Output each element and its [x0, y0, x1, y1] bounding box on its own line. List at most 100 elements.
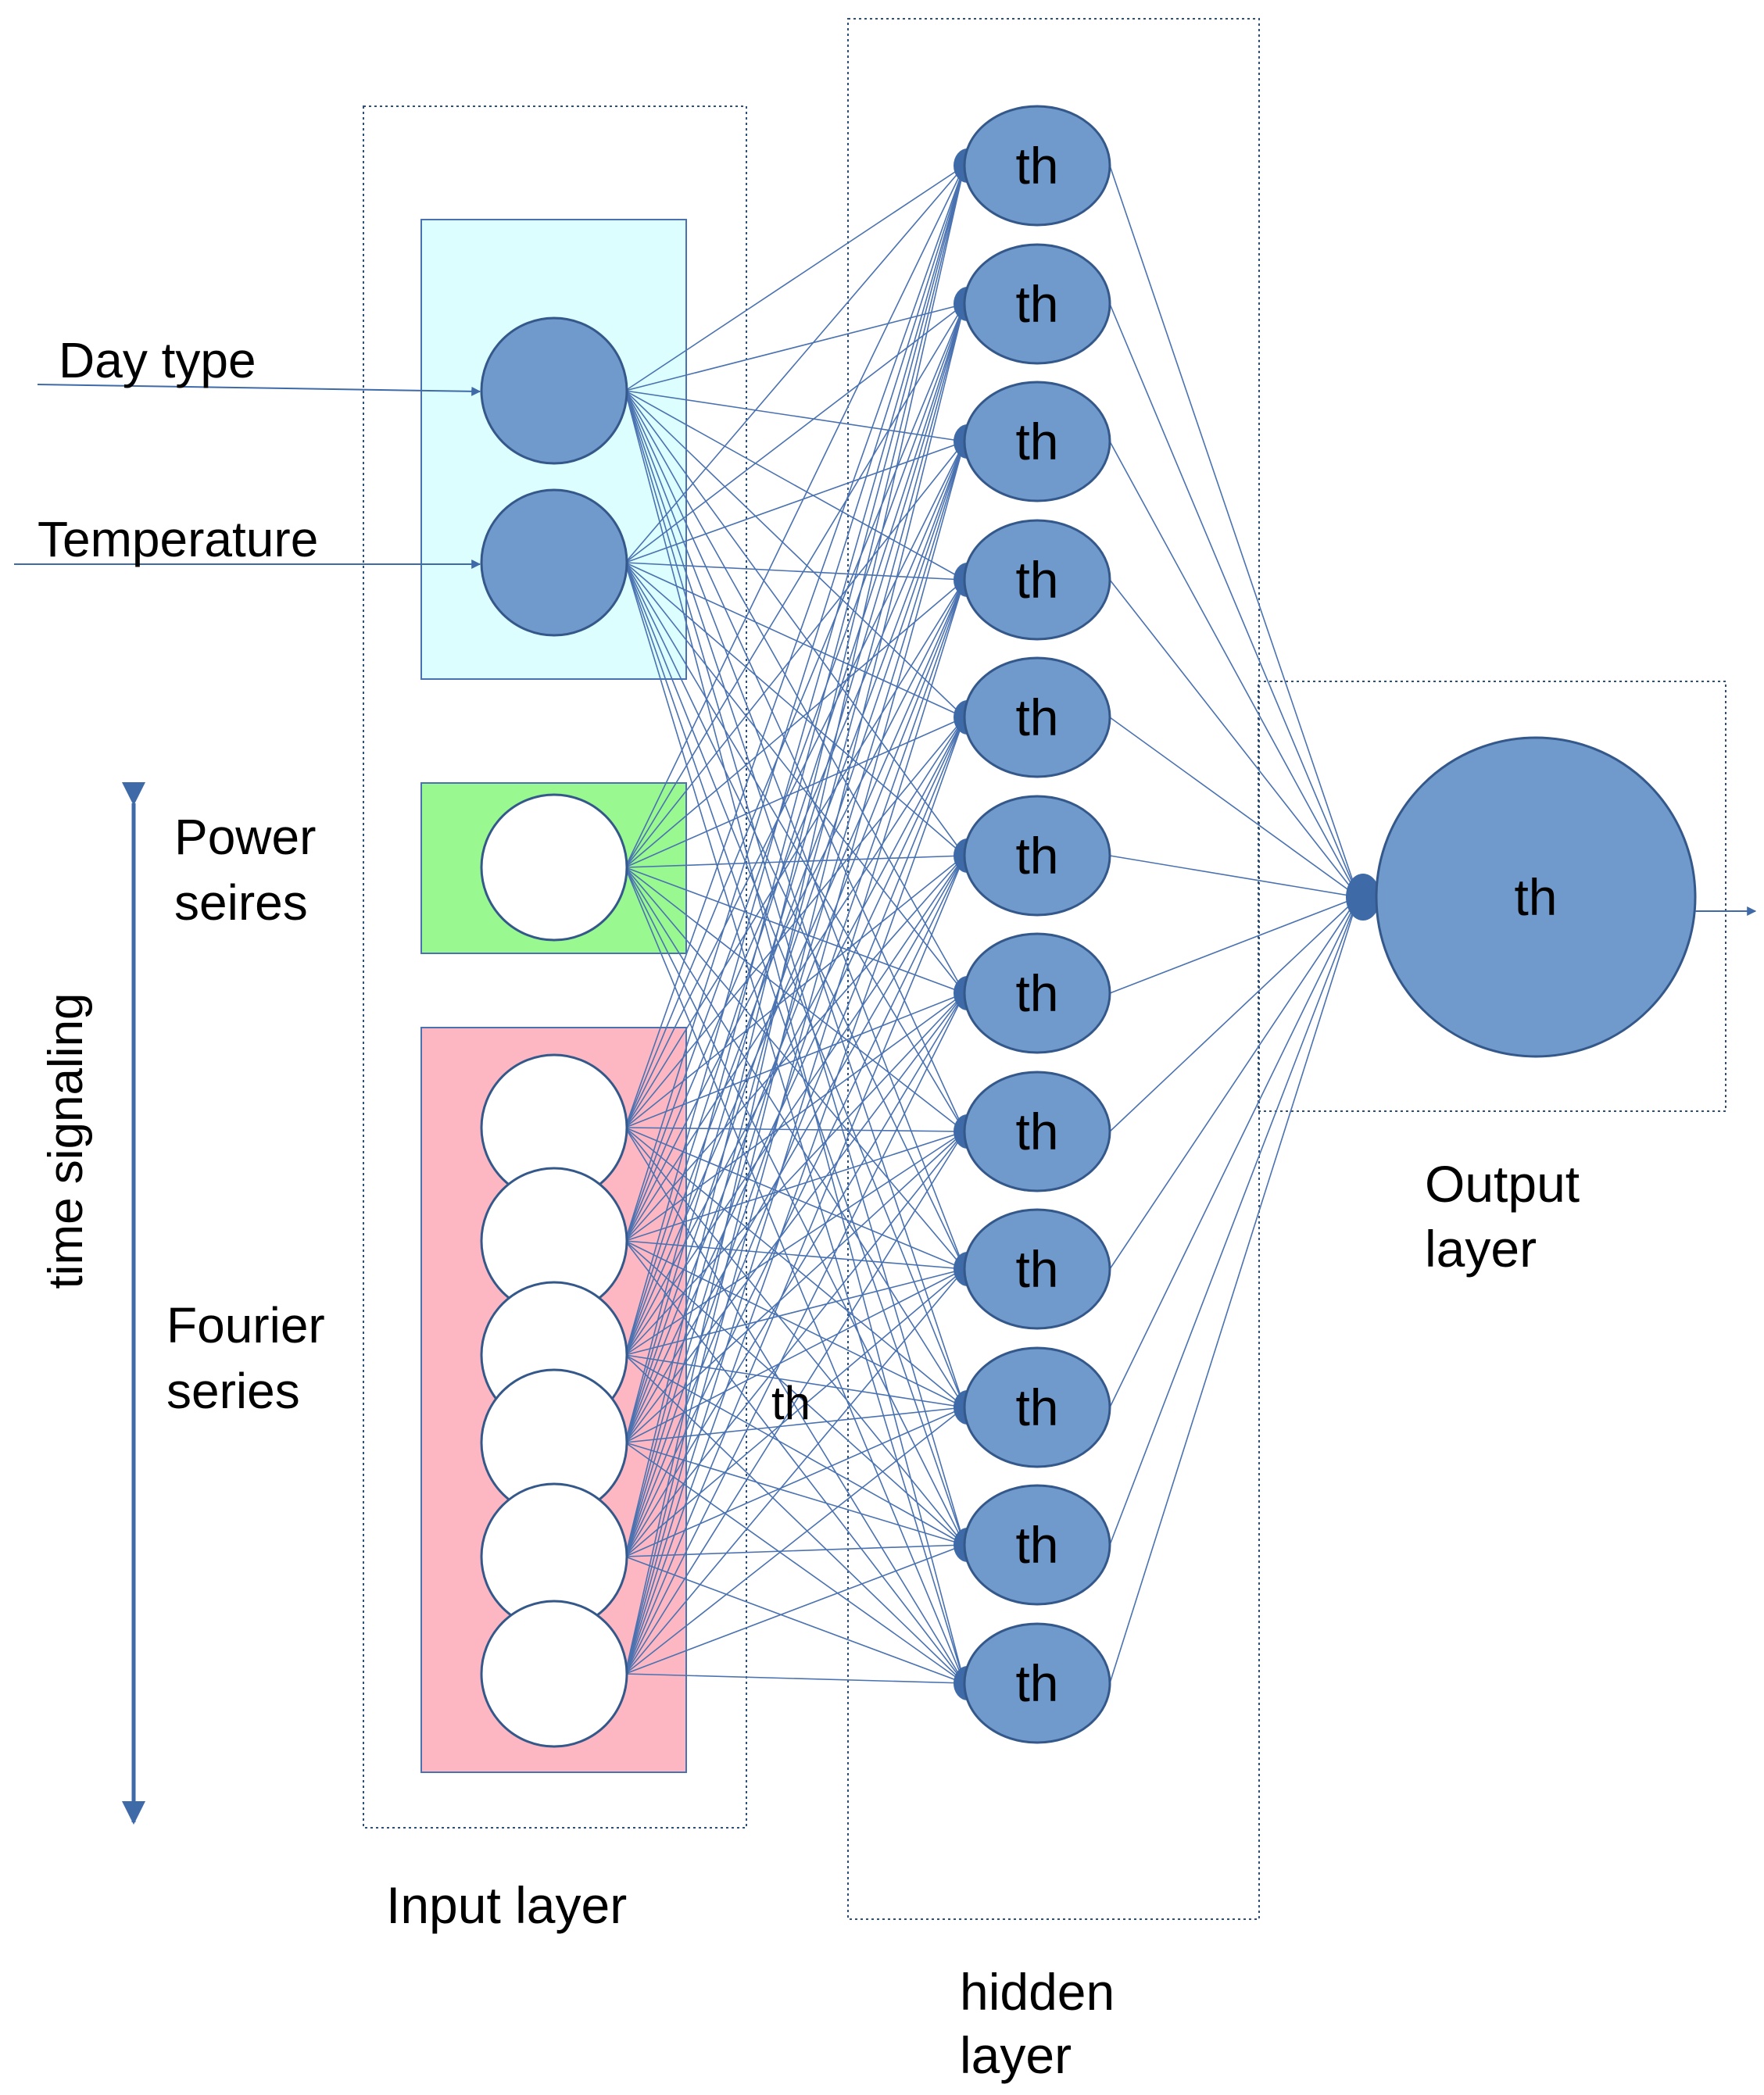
input-hidden-edge [624, 441, 965, 1356]
hidden-neuron-label: th [1015, 1516, 1058, 1574]
input-hidden-edge [624, 1131, 965, 1356]
hidden-neuron-label: th [1015, 275, 1058, 333]
hidden-output-edge [1109, 579, 1359, 898]
stray-th-label: th [771, 1377, 810, 1429]
input-hidden-edge [624, 165, 965, 1675]
hidden-input-arrowheads [954, 148, 982, 1700]
input-layer-frame [363, 105, 747, 1829]
input-hidden-edge [624, 441, 965, 1675]
input-neuron-power-series [480, 793, 628, 942]
input-hidden-edge [624, 562, 965, 718]
input-hidden-edge [624, 390, 965, 994]
input-hidden-edge [624, 1442, 965, 1684]
input-hidden-edge [624, 303, 965, 1443]
hidden-layer-label-line1: hidden [960, 1963, 1115, 2021]
input-hidden-edge [624, 303, 965, 391]
hidden-neuron-label: th [1015, 551, 1058, 609]
hidden-neuron-12 [963, 1622, 1111, 1744]
input-hidden-edge [624, 165, 965, 1242]
input-hidden-edge [624, 579, 965, 1675]
input-hidden-edge [624, 390, 965, 442]
input-hidden-edge [624, 992, 965, 1242]
hidden-output-edge [1109, 896, 1359, 1270]
input-hidden-edge [624, 1407, 965, 1675]
input-hidden-edge [624, 165, 965, 1557]
input-hidden-edge [624, 1268, 965, 1675]
hidden-neuron-7 [963, 932, 1111, 1054]
output-arrowhead-tip [1346, 874, 1380, 921]
input-hidden-edge [624, 1544, 965, 1557]
hidden-neuron-label: th [1015, 137, 1058, 195]
input-hidden-edge [624, 1131, 965, 1557]
hidden-output-edge [1109, 896, 1359, 1684]
input-hidden-edge [624, 1131, 965, 1675]
hidden-neuron-label: th [1015, 1378, 1058, 1436]
input-hidden-edge [624, 303, 965, 1356]
input-hidden-edge [624, 992, 965, 1675]
input-hidden-edge [624, 1240, 965, 1684]
hidden-neuron-label: th [1015, 1103, 1058, 1160]
input-hidden-edge [624, 562, 965, 1408]
input-hidden-edge [624, 717, 965, 1675]
input-hidden-edge [624, 390, 965, 581]
power-series-label-line1: Power [174, 809, 316, 865]
input-hidden-edge [624, 303, 965, 1675]
input-hidden-edge [624, 165, 965, 563]
input-hidden-edge [624, 717, 965, 1356]
input-hidden-edge [624, 992, 965, 1443]
hidden-neuron-3 [963, 381, 1111, 502]
hidden-output-edge [1109, 855, 1359, 898]
input-hidden-edge [624, 441, 965, 1557]
input-hidden-edge [624, 855, 965, 1128]
input-hidden-edge [624, 1127, 965, 1546]
hidden-neuron-8 [963, 1071, 1111, 1192]
input-hidden-edge [624, 1354, 965, 1546]
hidden-output-edge [1109, 896, 1359, 994]
output-layer-label-line2: layer [1425, 1220, 1537, 1278]
input-hidden-edge [624, 562, 965, 1546]
input-hidden-edge [624, 1240, 965, 1408]
input-hidden-edge [624, 165, 965, 1443]
input-hidden-edge [624, 165, 965, 391]
input-hidden-edge [624, 1127, 965, 1684]
hidden-neuron-label: th [1015, 827, 1058, 885]
input-hidden-edge [624, 1544, 965, 1675]
hidden-output-edge [1109, 896, 1359, 1546]
input-hidden-edge [624, 1354, 965, 1684]
hidden-output-edge [1109, 896, 1359, 1408]
input-hidden-edge [624, 1131, 965, 1443]
day-type-input-arrow [37, 384, 481, 396]
output-layer-label-line1: Output [1425, 1155, 1580, 1213]
input-hidden-edge [624, 390, 965, 718]
input-hidden-edge [624, 992, 965, 1557]
hidden-neuron-5 [963, 656, 1111, 778]
input-hidden-edge [624, 562, 965, 581]
input-hidden-edge [624, 855, 965, 1675]
day-type-label: Day type [59, 332, 256, 388]
fourier-series-label-line1: Fourier [166, 1297, 325, 1353]
input-neuron-temperature [480, 488, 628, 637]
input-hidden-edge [624, 579, 965, 1128]
input-hidden-edge [624, 1442, 965, 1546]
hidden-neuron-label: th [1015, 688, 1058, 746]
power-series-label-line2: seires [174, 874, 308, 931]
hidden-neuron-label: th [1015, 1240, 1058, 1298]
output-neuron-label: th [1514, 868, 1557, 926]
input-hidden-edge [624, 579, 965, 1443]
input-hidden-edge [624, 165, 965, 1356]
input-hidden-edge [624, 441, 965, 1128]
input-hidden-edge [624, 1240, 965, 1270]
hidden-neuron-11 [963, 1484, 1111, 1606]
input-hidden-edge [624, 579, 965, 1242]
hidden-layer-label-line2: layer [960, 2026, 1072, 2084]
input-hidden-edge [624, 1673, 965, 1684]
input-hidden-edge [624, 562, 965, 994]
input-hidden-edge [624, 1127, 965, 1270]
hidden-neuron-label: th [1015, 413, 1058, 470]
output-neuron [1375, 736, 1697, 1058]
input-hidden-edge [624, 855, 965, 1242]
input-hidden-edge [624, 303, 965, 563]
input-hidden-edge [624, 165, 965, 1128]
